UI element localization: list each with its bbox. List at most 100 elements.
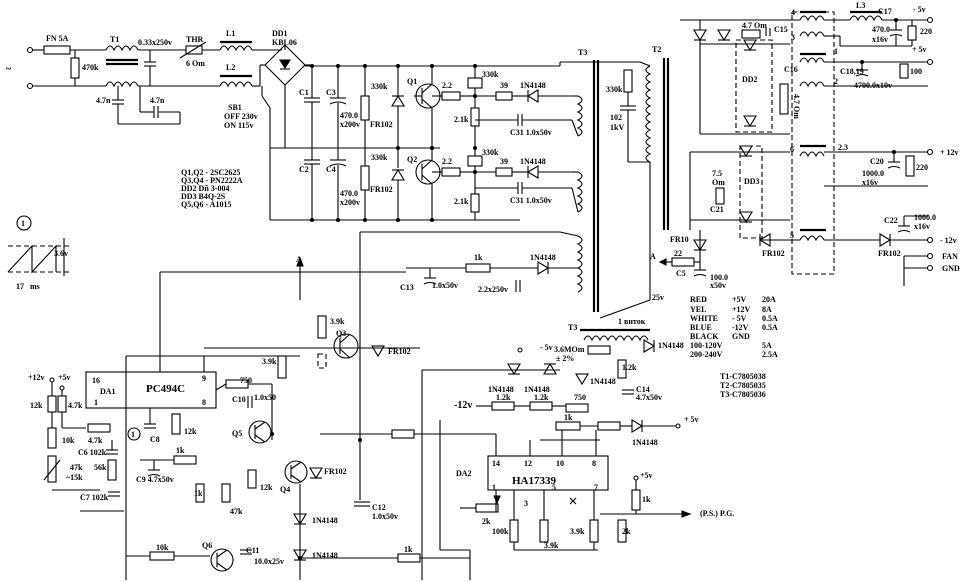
r12k-b-label: 12k (184, 427, 197, 436)
c3-label: C3 (326, 88, 336, 97)
d1n-a-label: 1N4148 (520, 81, 546, 90)
c12-label: C12 (372, 503, 386, 512)
parts-q1q2: Q1,Q2 - 2SC2625 (181, 168, 240, 177)
c22v-label: 2.2x250v (478, 285, 508, 294)
t2-label: T2 (652, 45, 661, 54)
q3-label: Q3 (336, 329, 346, 338)
dd1-part-label: KBL06 (272, 38, 297, 47)
c21-label: C21 (710, 205, 724, 214)
ha-pin3: 3 (524, 499, 528, 508)
parts-dd3: DD3 B4Q-2S (181, 192, 226, 201)
d1n-b-label: 1N4148 (520, 157, 546, 166)
r21-b-label: 2.1k (454, 197, 469, 206)
dd2-label: DD2 (742, 75, 758, 84)
pin9-label: 9 (202, 374, 206, 383)
r39-b-label: 39 (500, 157, 508, 166)
r56k-label: 56k (94, 463, 107, 472)
c2-label: C2 (299, 165, 309, 174)
q5-transistor (248, 420, 272, 444)
cap-47n-a-label: 4.7n (96, 96, 111, 105)
r220-a-label: 220 (920, 27, 932, 36)
l2-coil (219, 81, 253, 88)
table-r1-c0: YEL (690, 305, 706, 314)
c17-val-label: 470.0 (872, 25, 890, 34)
vp12-label: +12v (28, 373, 45, 382)
ha-r100k-label: 100k (492, 527, 509, 536)
aux-d1n-label: 1N4148 (530, 253, 556, 262)
parts-q3q4: Q3,Q4 - PN2222A (181, 176, 243, 185)
aux-section: FR10 22 A C5 100.0 x50v 25v 1k 1N4148 C1… (359, 230, 728, 440)
fuse-fn5a (43, 45, 71, 55)
table-r0-c0: RED (690, 295, 707, 304)
table-r6-c2: 2.5A (762, 350, 778, 359)
c18-label: C18,19 (840, 67, 864, 76)
ha-d1n-a-label: 1N4148 (488, 385, 514, 394)
ha-r2k-a-label: 2k (482, 517, 491, 526)
r330k-e-label: 330k (606, 85, 623, 94)
r39k-a-label: 3.9k (330, 317, 345, 326)
t3-winding-a (576, 95, 583, 137)
c5-label: C5 (676, 269, 686, 278)
table-r3-c0: BLUE (690, 323, 712, 332)
c10-val-label: 1.0x50 (254, 393, 276, 402)
ha-pin14: 14 (492, 459, 500, 468)
fr102-ctl-b-label: FR102 (324, 467, 347, 476)
r330k-d-label: 330k (482, 148, 499, 157)
t2-primary (645, 65, 652, 163)
table-r1-c2: 8A (762, 305, 772, 314)
ha-r750-label: 750 (574, 393, 586, 402)
tnote-t1: T1-C7805038 (720, 372, 766, 381)
l1-label: L1 (226, 29, 235, 38)
ac-symbol: ~ (6, 64, 12, 75)
q5-label: Q5 (232, 429, 242, 438)
aux-r22-label: 22 (674, 249, 682, 258)
r330k-a-label: 330k (371, 82, 388, 91)
da1-label: DA1 (100, 387, 116, 396)
ha-pin10: 10 (556, 459, 564, 468)
waveform-unit: ms (30, 282, 40, 291)
dd3-label: DD3 (744, 177, 760, 186)
q3-transistor (333, 333, 359, 359)
ha-d1n-b-label: 1N4148 (524, 385, 550, 394)
c17-label: C17 (878, 7, 892, 16)
waveform-ref-marker: 1 (131, 430, 135, 439)
waveform-amp: 3.6v (54, 249, 68, 258)
c31-b-label: C31 1.0x50v (510, 196, 552, 205)
waveform-marker: 1 (21, 219, 25, 228)
ctl-r1k-c-label: 1k (404, 545, 413, 554)
ha-pin8: 8 (592, 459, 596, 468)
r330k-c-label: 330k (482, 70, 499, 79)
sb1-on-label: ON 115v (224, 121, 254, 130)
winding-4: 4 (791, 8, 795, 17)
junction-dots (270, 18, 898, 560)
out-m5: - 5v (913, 5, 926, 14)
resistor-470k (70, 57, 80, 79)
ctl-r10k-label: 10k (156, 543, 169, 552)
ha-r12k-a-label: 1.2k (496, 393, 511, 402)
t3-winding-b (576, 171, 583, 213)
table-r2-c1: - 5V (732, 314, 747, 323)
parts-dd2: DD2 Dñ 3-004 (181, 184, 229, 193)
c20-val-label: 1000.0 (862, 169, 884, 178)
r220-b-label: 220 (916, 163, 928, 172)
ha-r12k-b-label: 1.2k (534, 393, 549, 402)
ha-d1n-e-label: 1N4148 (658, 341, 684, 350)
fuse-label: FN 5A (46, 34, 69, 43)
pin1-label: 1 (94, 398, 98, 407)
out-m12: - 12v (940, 236, 957, 245)
q6-label: Q6 (202, 541, 212, 550)
r75-label: 7.5 (712, 169, 722, 178)
r12k-label: 12k (30, 401, 43, 410)
ha-p5v-label: + 5v (684, 415, 699, 424)
c17-v-label: x16v (872, 35, 888, 44)
w23-label: 2.3 (838, 143, 848, 152)
c12-val-label: 1.0x50v (372, 512, 398, 521)
table-r3-c1: -12V (732, 323, 749, 332)
ha-r2k-b-label: 2k (622, 527, 631, 536)
ha-d1n-c-label: 1N4148 (632, 438, 658, 447)
r1k-b-label: 1k (194, 489, 203, 498)
c6-label: C6 102k (78, 448, 107, 457)
r39k-b-label: 3.9k (262, 357, 277, 366)
pin16-label: 16 (92, 376, 100, 385)
r47-b-label: 4.7 Om (792, 94, 801, 119)
